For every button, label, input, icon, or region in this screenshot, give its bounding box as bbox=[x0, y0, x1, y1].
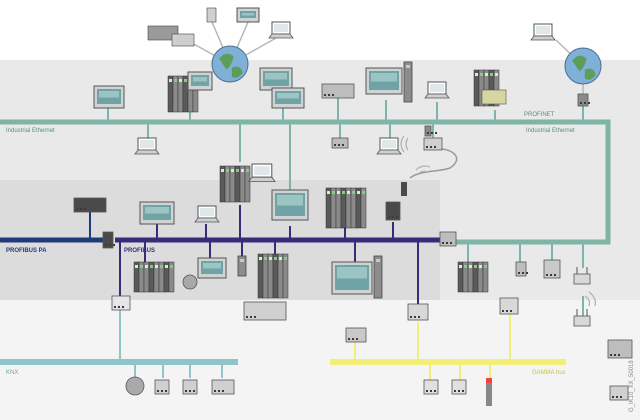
network-switch-icon bbox=[331, 137, 349, 149]
network-switch-icon bbox=[321, 83, 355, 99]
network-switch-icon bbox=[243, 301, 287, 321]
io-module-icon bbox=[481, 89, 507, 105]
hmi-panel-icon bbox=[93, 85, 125, 109]
device-layer bbox=[73, 7, 633, 406]
network-switch-icon bbox=[407, 303, 429, 321]
network-switch-icon bbox=[345, 327, 367, 343]
desktop-pc-icon bbox=[147, 25, 179, 41]
knx-device-drops bbox=[134, 362, 223, 378]
wireless-access-point-icon bbox=[573, 267, 591, 285]
hmi-panel-icon bbox=[259, 67, 293, 91]
industrial-ethernet-bus bbox=[0, 119, 611, 245]
hmi-panel-icon bbox=[187, 71, 213, 91]
hmi-panel-icon bbox=[331, 261, 373, 295]
server-tower-icon bbox=[373, 255, 383, 299]
profibus-pa-label: PROFIBUS PA bbox=[6, 248, 47, 254]
network-switch-icon bbox=[543, 259, 561, 279]
laptop-icon bbox=[268, 21, 294, 39]
signal-tower-light bbox=[486, 378, 492, 383]
hmi-panel-icon bbox=[365, 67, 403, 95]
network-switch-icon bbox=[499, 297, 519, 315]
laptop-icon bbox=[247, 163, 276, 182]
hmi-panel-icon bbox=[197, 257, 227, 279]
laptop-icon bbox=[376, 137, 402, 155]
plc-icon bbox=[257, 253, 289, 299]
network-switch-icon bbox=[577, 93, 590, 107]
hmi-panel-icon bbox=[139, 201, 175, 225]
laptop-icon bbox=[530, 23, 556, 41]
top-zone bbox=[0, 0, 640, 60]
network-switch-icon bbox=[102, 231, 115, 249]
wireless-link bbox=[409, 147, 458, 179]
plc-icon bbox=[325, 187, 367, 229]
industrial-ethernet-label-left: Industrial Ethernet bbox=[6, 128, 55, 134]
knx-label: KNX bbox=[6, 370, 18, 376]
network-switch-icon bbox=[385, 201, 401, 221]
profinet-label: PROFINET bbox=[524, 112, 555, 118]
profibus-label: PROFIBUS bbox=[124, 248, 155, 254]
wireless-waves bbox=[400, 135, 596, 307]
network-switch-icon bbox=[182, 379, 198, 395]
figure-watermark: G_IK10_XX_50018 bbox=[629, 360, 635, 412]
globe-icon bbox=[564, 47, 602, 85]
plc-icon bbox=[219, 165, 251, 203]
industrial-ethernet-label-right: Industrial Ethernet bbox=[526, 128, 575, 134]
plc-icon bbox=[457, 261, 489, 293]
plc-icon bbox=[473, 69, 500, 107]
network-switch-icon bbox=[607, 339, 633, 359]
phone-icon bbox=[206, 7, 217, 23]
network-switch-icon bbox=[423, 137, 443, 151]
network-switch-icon bbox=[423, 379, 439, 395]
laptop-icon bbox=[424, 81, 450, 99]
network-switch-icon bbox=[451, 379, 467, 395]
sensor-icon bbox=[125, 376, 145, 396]
network-switch-icon bbox=[111, 295, 131, 311]
server-tower-icon bbox=[237, 255, 247, 277]
network-switch-icon bbox=[439, 231, 457, 247]
wireless-client-icon bbox=[401, 182, 407, 196]
network-switch-icon bbox=[609, 385, 629, 401]
hmi-panel-icon bbox=[236, 7, 260, 23]
globe-icon bbox=[211, 45, 249, 83]
network-switch-icon bbox=[73, 197, 107, 213]
gamma-label: GAMMA bus bbox=[532, 370, 566, 376]
network-switch-icon bbox=[424, 125, 437, 137]
laptop-icon bbox=[134, 137, 160, 155]
network-switch-icon bbox=[211, 379, 235, 395]
hmi-panel-icon bbox=[271, 189, 309, 221]
network-switch-icon bbox=[154, 379, 170, 395]
server-tower-icon bbox=[403, 61, 413, 103]
laptop-icon bbox=[194, 205, 220, 223]
hmi-panel-icon bbox=[271, 87, 305, 109]
wireless-access-point-icon bbox=[573, 309, 591, 327]
sensor-icon bbox=[182, 274, 198, 290]
signal-tower-icon bbox=[486, 378, 492, 406]
plc-icon bbox=[133, 261, 175, 293]
desktop-pc-icon bbox=[171, 33, 195, 47]
network-switch-icon bbox=[515, 261, 528, 277]
